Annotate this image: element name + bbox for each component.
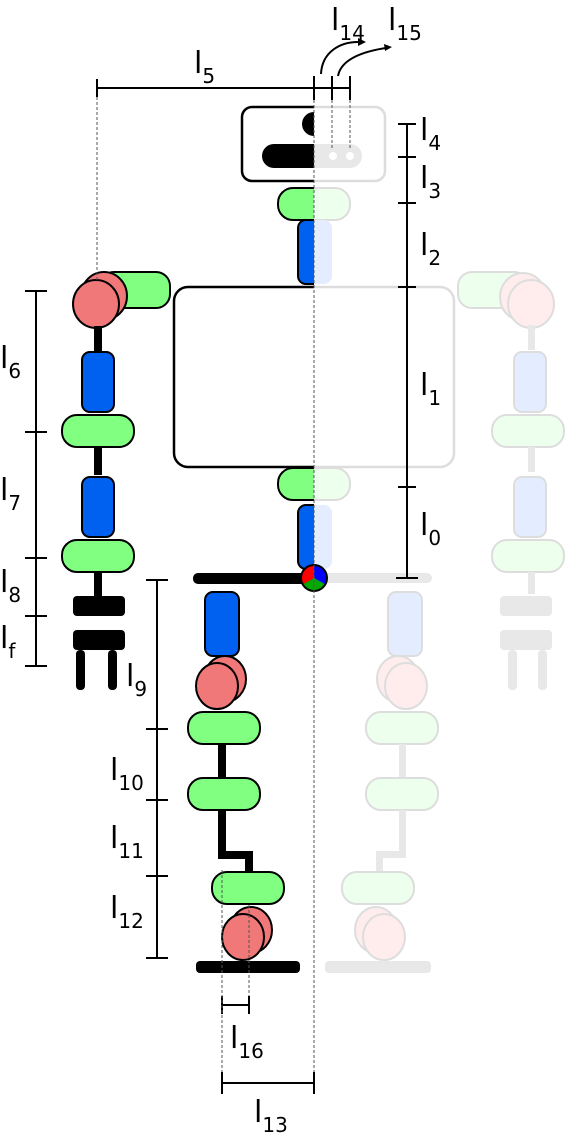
gripper-finger-left — [76, 650, 85, 690]
hip-roll-red-front — [195, 662, 239, 710]
label-l14: l14 — [331, 3, 365, 45]
label-l0: l0 — [420, 508, 441, 550]
label-l7: l7 — [0, 473, 21, 515]
gripper-bottom — [73, 630, 125, 650]
gripper-finger-right — [108, 650, 117, 690]
label-l5: l5 — [194, 46, 215, 88]
elbow-joint-green — [61, 414, 135, 448]
label-l2: l2 — [420, 228, 441, 270]
wrist-joint-green — [61, 539, 135, 573]
label-l12: l12 — [110, 891, 144, 933]
label-l8: l8 — [0, 565, 21, 607]
hip-joint-blue — [297, 504, 314, 570]
label-l3: l3 — [420, 161, 441, 203]
ghost-hip-blue — [314, 505, 332, 569]
neck-joint-blue — [297, 219, 314, 285]
leader-arrow-l15 — [384, 44, 392, 51]
label-l13: l13 — [254, 1095, 288, 1134]
ghost-torso — [314, 285, 456, 469]
label-l15: l15 — [388, 3, 422, 45]
ghost-right-leg — [325, 591, 439, 973]
label-l16: l16 — [230, 1021, 264, 1063]
ghost-right-arm — [457, 271, 565, 690]
label-l11: l11 — [110, 821, 144, 863]
hip-pitch-green — [187, 711, 261, 745]
ghost-eye-right — [346, 152, 354, 160]
pelvis-bar — [193, 573, 313, 584]
forearm-link — [94, 447, 102, 475]
elbow-joint-blue — [81, 351, 115, 413]
leader-arrow-l14 — [358, 38, 366, 46]
thigh-link — [218, 744, 226, 778]
label-l10: l10 — [110, 753, 144, 795]
foot-sole — [196, 961, 300, 973]
knee-joint-green — [187, 777, 261, 811]
ghost-right-side — [314, 105, 565, 973]
dimension-lines — [25, 41, 418, 1094]
ghost-neck-green — [314, 187, 351, 221]
shoulder-joint-red-front — [72, 279, 120, 329]
ghost-hip-green — [314, 467, 351, 501]
label-l1: l1 — [420, 368, 441, 410]
ghost-eye-bar — [314, 144, 362, 168]
gripper-top — [73, 596, 125, 616]
label-lf: lf — [0, 621, 16, 663]
left-arm — [61, 271, 171, 690]
label-l6: l6 — [0, 341, 21, 383]
label-l9: l9 — [126, 659, 147, 701]
dimension-labels: l0 l1 l2 l3 l4 l5 l14 l15 l6 l7 l8 lf l9… — [0, 3, 441, 1134]
ghost-pelvis-bar — [320, 573, 432, 583]
shin-link-drop — [245, 851, 253, 873]
shin-link-vertical — [218, 810, 226, 856]
left-leg — [187, 591, 300, 973]
neck-joint-green — [277, 187, 314, 221]
ankle-roll-red-front — [221, 913, 265, 961]
eye-bar — [262, 144, 314, 168]
wrist-joint-blue — [81, 476, 115, 538]
label-l4: l4 — [420, 113, 441, 155]
hip-yaw-blue — [204, 591, 240, 657]
torso — [172, 285, 314, 469]
ghost-neck-blue — [314, 220, 332, 284]
upper-arm-link — [94, 326, 102, 351]
eye-dot — [302, 112, 314, 136]
shin-link-horizontal — [218, 851, 252, 859]
ankle-joint-green — [211, 871, 285, 905]
wrist-link — [94, 572, 102, 596]
ghost-eye-left — [329, 152, 337, 160]
guide-lines — [96, 97, 351, 1072]
hip-joint-green — [277, 467, 314, 501]
